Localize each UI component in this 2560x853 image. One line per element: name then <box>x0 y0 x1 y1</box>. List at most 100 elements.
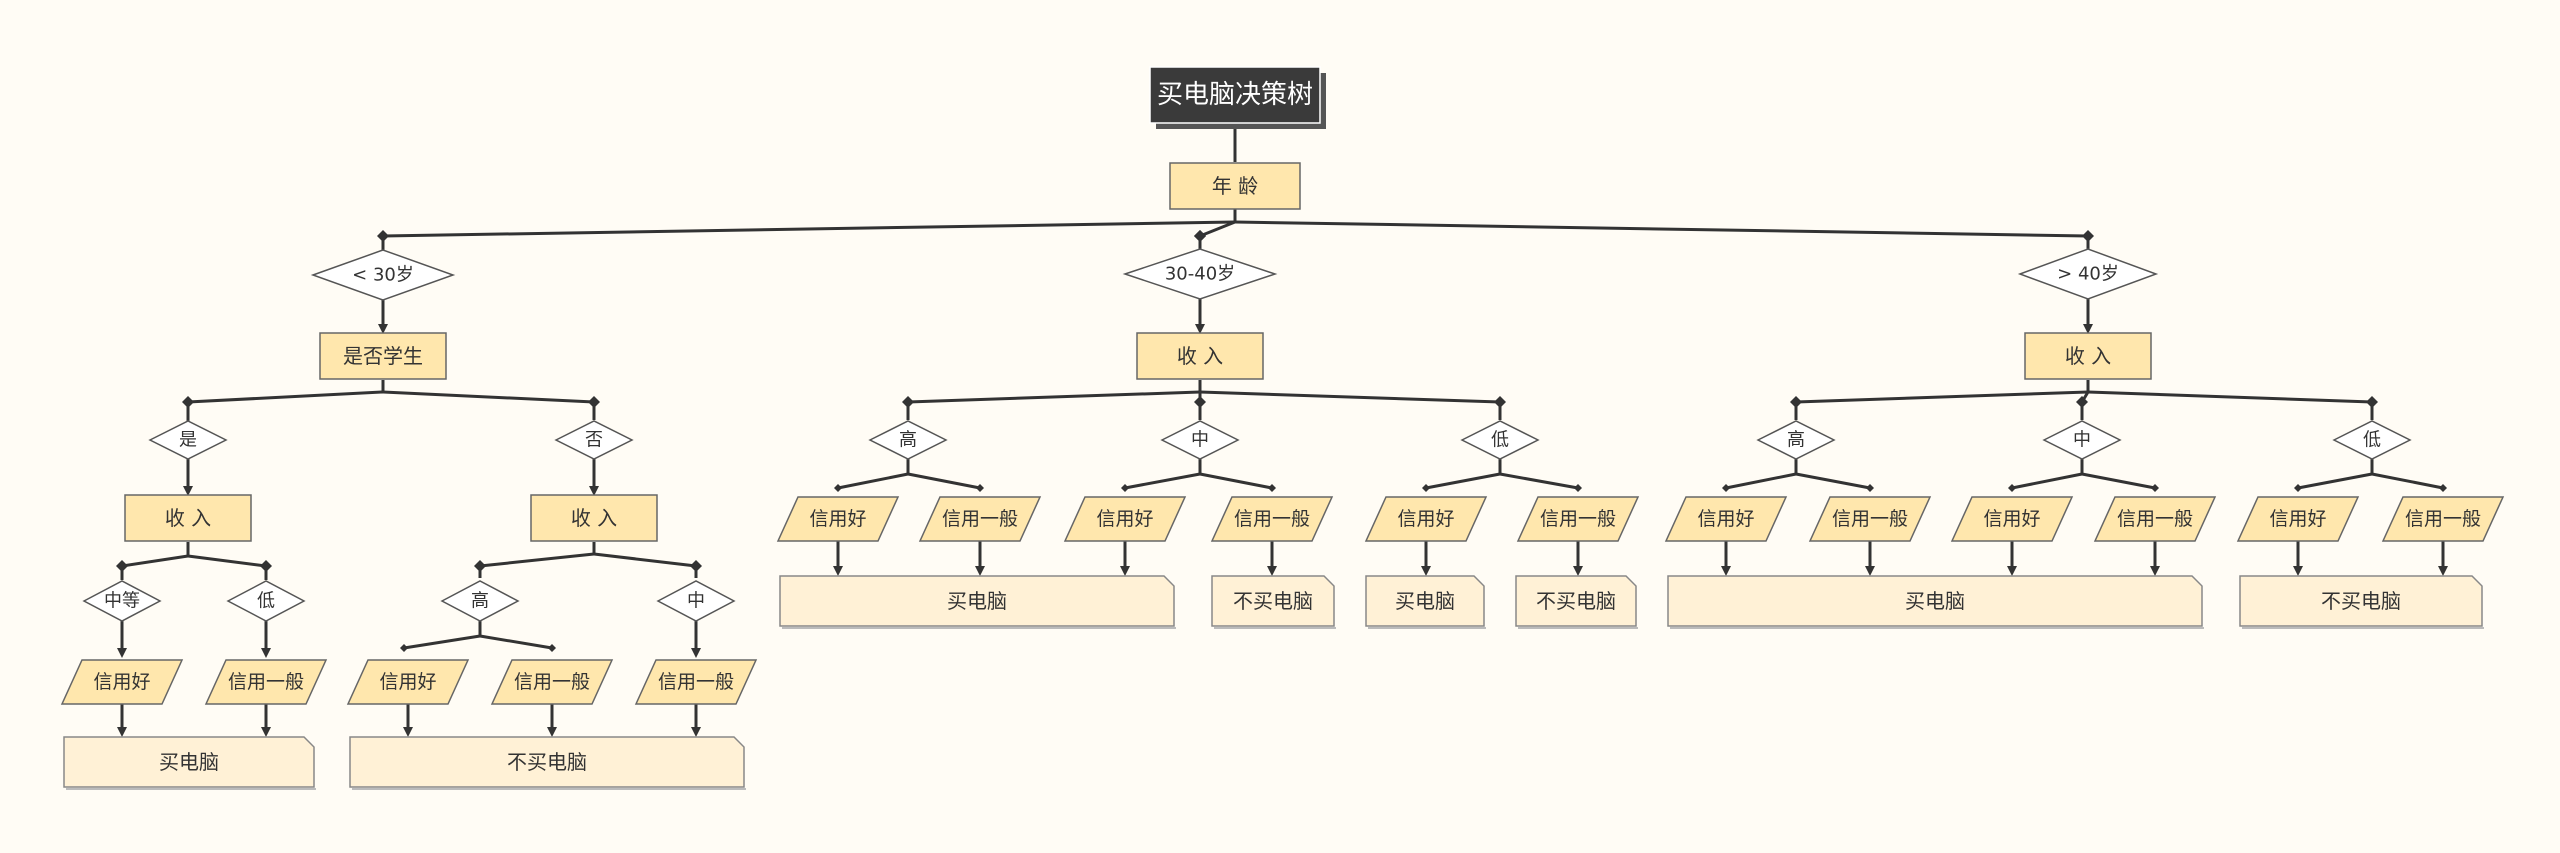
condition-diamond <box>868 420 948 460</box>
credit-label: 信用好 <box>379 671 436 693</box>
arrow-head <box>691 648 701 658</box>
edge-line <box>1499 472 1579 490</box>
arrow-head <box>547 727 557 737</box>
result-label: 买电脑 <box>1395 589 1455 613</box>
result-node <box>1667 575 2203 627</box>
attribute-node <box>530 494 658 542</box>
credit-node <box>60 659 184 705</box>
condition-label: 高 <box>899 430 917 451</box>
result-label: 不买电脑 <box>1536 589 1616 613</box>
edge-line <box>1124 472 1201 490</box>
arrow-head <box>589 486 599 496</box>
condition-label: < 30岁 <box>352 265 414 286</box>
edge-line <box>2011 472 2083 490</box>
attribute-node <box>124 494 252 542</box>
arrow-head <box>1421 566 1431 576</box>
edge-line <box>121 554 189 568</box>
condition-label: 低 <box>1491 430 1509 451</box>
arrow-head <box>378 324 388 334</box>
result-node <box>1211 575 1335 627</box>
condition-diamond <box>2332 420 2412 460</box>
condition-label: 中 <box>1191 430 1209 451</box>
attribute-node <box>319 332 447 380</box>
attribute-node <box>2024 332 2152 380</box>
attribute-label: 收 入 <box>165 506 211 530</box>
credit-node <box>1950 496 2074 542</box>
credit-label: 信用好 <box>93 671 150 693</box>
condition-label: 高 <box>471 591 489 612</box>
credit-node <box>490 659 614 705</box>
credit-label: 信用一般 <box>1234 508 1310 530</box>
arrow-head <box>183 486 193 496</box>
junction-dot <box>1574 484 1582 492</box>
junction-dot <box>1422 484 1430 492</box>
edge-line <box>907 390 1201 404</box>
arrow-head <box>1195 324 1205 334</box>
credit-node <box>2381 496 2505 542</box>
edge-line <box>187 554 267 568</box>
credit-node <box>634 659 758 705</box>
result-label: 买电脑 <box>159 750 219 774</box>
condition-diamond <box>1122 248 1278 300</box>
junction-dot <box>1268 484 1276 492</box>
arrow-head <box>691 727 701 737</box>
credit-label: 信用一般 <box>228 671 304 693</box>
arrow-head <box>261 648 271 658</box>
condition-diamond <box>554 420 634 460</box>
credit-node <box>204 659 328 705</box>
condition-diamond <box>2017 248 2159 300</box>
edge-line <box>2087 390 2373 404</box>
attribute-label: 收 入 <box>571 506 617 530</box>
arrow-head <box>833 566 843 576</box>
diagram-title: 买电脑决策树 <box>1157 80 1313 110</box>
attribute-label: 年 龄 <box>1212 174 1258 198</box>
arrow-head <box>975 566 985 576</box>
credit-label: 信用好 <box>1983 508 2040 530</box>
credit-label: 信用一般 <box>514 671 590 693</box>
edge-line <box>382 390 595 404</box>
credit-node <box>346 659 470 705</box>
credit-label: 信用好 <box>1397 508 1454 530</box>
result-label: 买电脑 <box>947 589 1007 613</box>
arrow-head <box>403 727 413 737</box>
result-node <box>2239 575 2483 627</box>
condition-label: 30-40岁 <box>1165 264 1235 285</box>
arrow-head <box>1721 566 1731 576</box>
credit-node <box>2236 496 2360 542</box>
credit-node <box>1664 496 1788 542</box>
edge-line <box>907 472 981 490</box>
condition-diamond <box>2042 420 2122 460</box>
arrow-head <box>2007 566 2017 576</box>
edge-line <box>2081 472 2156 490</box>
result-label: 买电脑 <box>1905 589 1965 613</box>
condition-diamond <box>440 580 520 622</box>
edge-line <box>2297 472 2373 490</box>
edge-line <box>187 390 384 404</box>
result-node <box>63 736 315 788</box>
condition-label: 低 <box>257 591 275 612</box>
edge-line <box>1199 220 1236 238</box>
edge-line <box>479 634 553 650</box>
result-node <box>1365 575 1485 627</box>
result-label: 不买电脑 <box>2321 589 2401 613</box>
credit-label: 信用一般 <box>1832 508 1908 530</box>
arrow-head <box>1573 566 1583 576</box>
title-box <box>1149 66 1321 124</box>
result-label: 不买电脑 <box>1233 589 1313 613</box>
attribute-label: 收 入 <box>1177 344 1223 368</box>
arrow-head <box>1267 566 1277 576</box>
credit-label: 信用好 <box>809 508 866 530</box>
junction-dot <box>548 644 556 652</box>
credit-label: 信用好 <box>2269 508 2326 530</box>
condition-label: 否 <box>585 430 603 451</box>
result-node <box>1515 575 1637 627</box>
arrow-head <box>117 727 127 737</box>
edge-line <box>2371 472 2444 490</box>
credit-node <box>1808 496 1932 542</box>
junction-dot <box>2151 484 2159 492</box>
edge-line <box>382 220 1236 238</box>
arrow-head <box>2438 566 2448 576</box>
junction-dot <box>1722 484 1730 492</box>
